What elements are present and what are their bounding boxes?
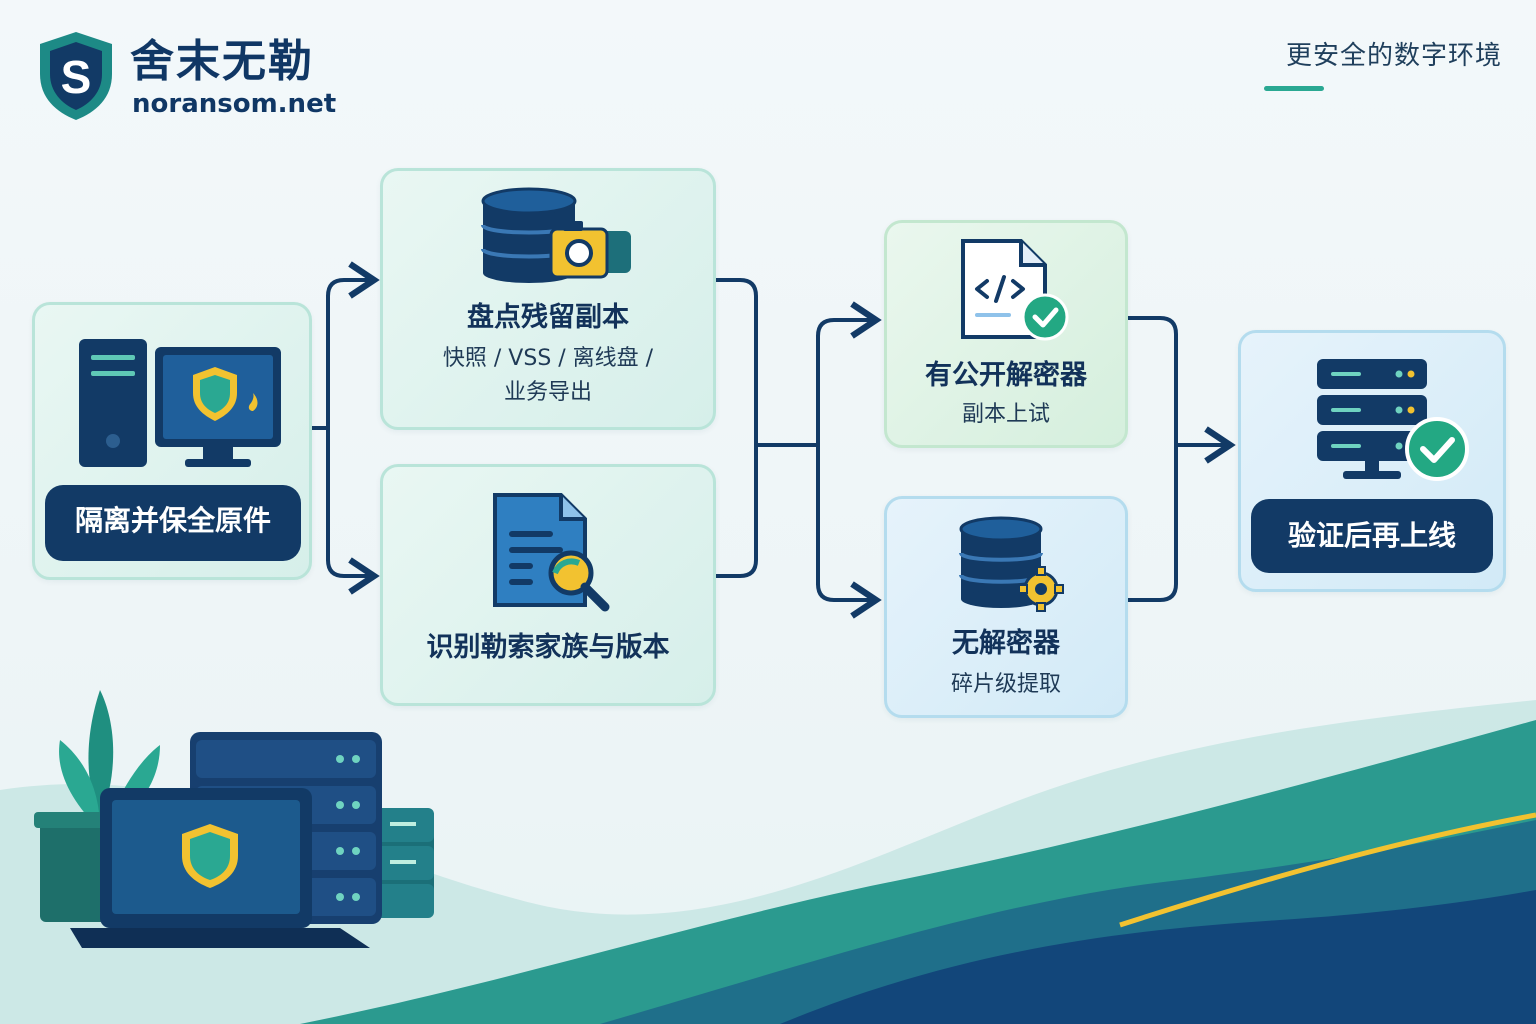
- step-identify-title: 识别勒索家族与版本: [426, 632, 670, 663]
- step-inventory-title: 盘点残留副本: [467, 302, 629, 333]
- tagline: 更安全的数字环境: [1285, 41, 1502, 71]
- computer-shield-icon: [79, 339, 281, 467]
- step-no-decryptor-title: 无解密器: [952, 628, 1060, 659]
- code-file-check-icon: [961, 239, 1069, 341]
- laptop-shield-icon: [70, 788, 370, 948]
- step-public-decryptor-card: 有公开解密器 副本上试: [884, 220, 1128, 448]
- tagline-underline: [1264, 86, 1324, 91]
- step-identify-card: 识别勒索家族与版本: [380, 464, 716, 706]
- step-public-decryptor-subtitle: 副本上试: [961, 402, 1050, 427]
- step-no-decryptor-card: 无解密器 碎片级提取: [884, 496, 1128, 718]
- document-search-icon: [493, 493, 610, 612]
- database-gear-icon: [959, 516, 1064, 612]
- shield-s-logo-icon: S: [40, 32, 112, 120]
- step-public-decryptor-title: 有公开解密器: [925, 360, 1087, 391]
- database-camera-icon: [481, 187, 631, 283]
- step-verify-card: 验证后再上线: [1238, 330, 1506, 592]
- step-no-decryptor-subtitle: 碎片级提取: [950, 672, 1061, 697]
- step-isolate-label: 隔离并保全原件: [45, 485, 301, 561]
- brand-domain: noransom.net: [132, 89, 337, 119]
- step-verify-label: 验证后再上线: [1251, 499, 1493, 573]
- svg-text:S: S: [61, 51, 92, 103]
- step-inventory-card: 盘点残留副本 快照 / VSS / 离线盘 / 业务导出: [380, 168, 716, 430]
- brand-name: 舍末无勒: [130, 36, 314, 87]
- step-isolate-card: 隔离并保全原件: [32, 302, 312, 580]
- step-inventory-subtitle-line2: 业务导出: [503, 380, 592, 405]
- server-check-icon: [1317, 359, 1469, 481]
- step-inventory-subtitle-line1: 快照 / VSS / 离线盘 /: [442, 346, 654, 371]
